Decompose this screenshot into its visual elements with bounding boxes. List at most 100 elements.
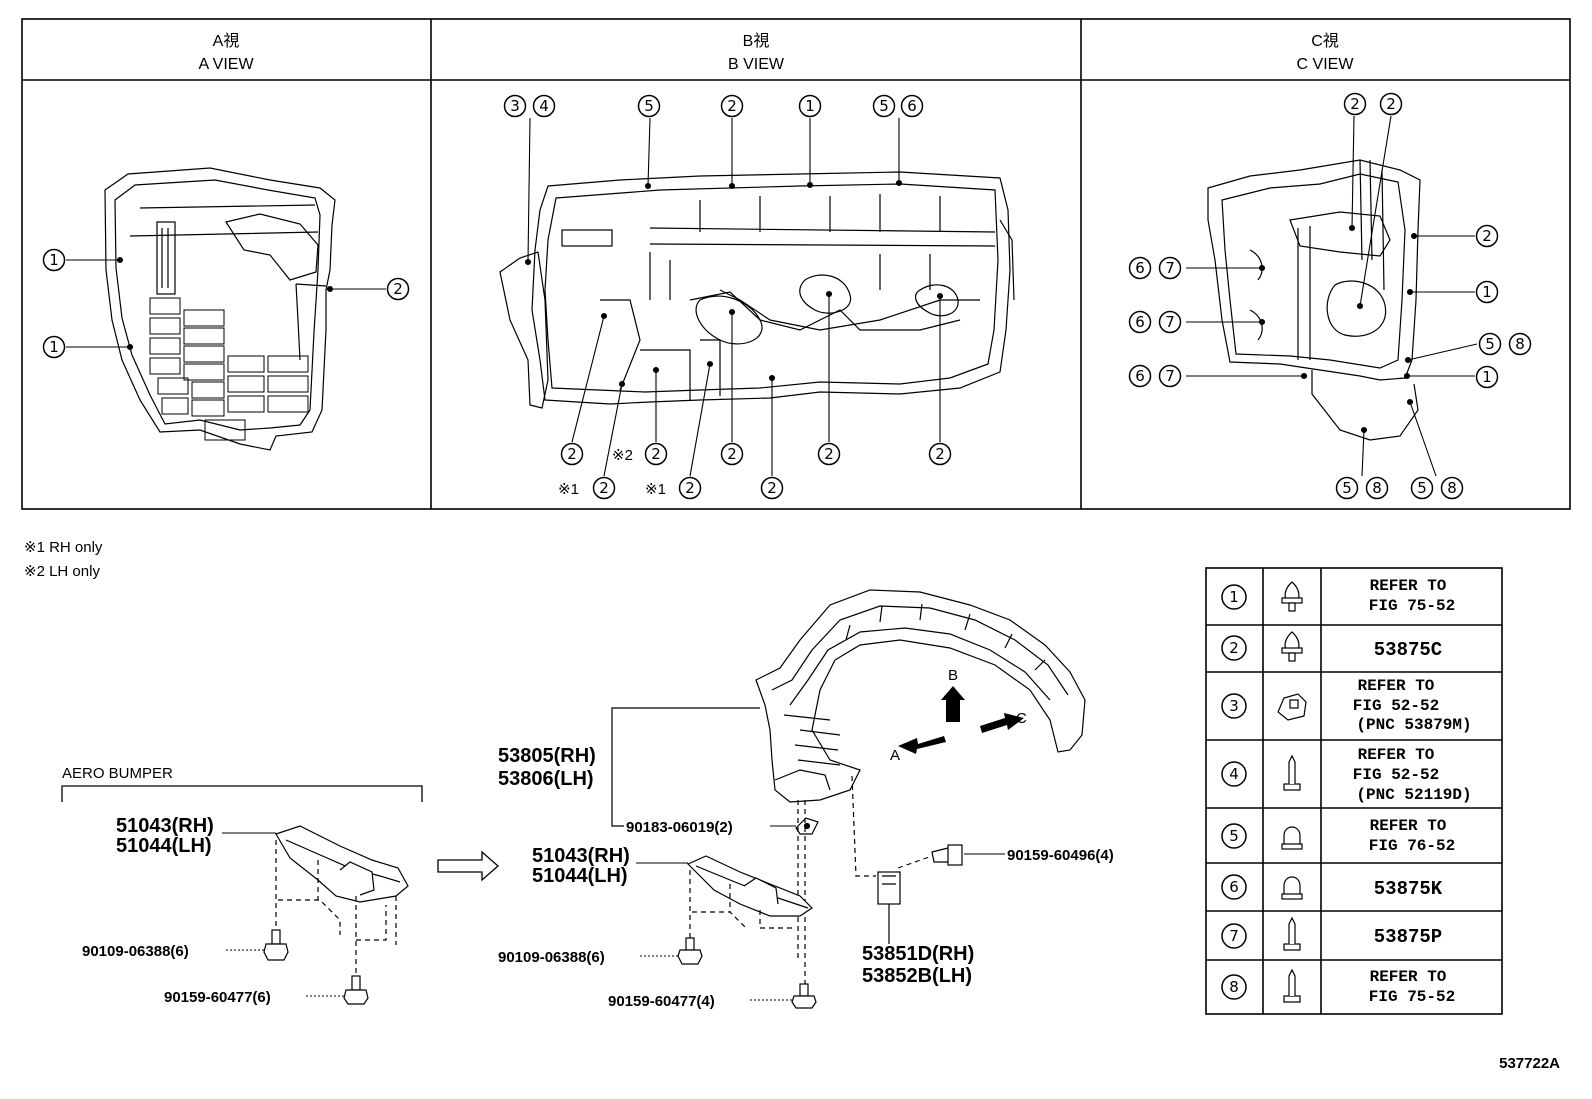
svg-text:3: 3 <box>1229 697 1239 715</box>
svg-text:2: 2 <box>1350 95 1360 113</box>
liner-lh-label: 53806(LH) <box>498 768 594 790</box>
view-c-arrow-label: C <box>1016 710 1027 727</box>
c-view-liner-drawing <box>1207 159 1421 441</box>
c-view-leaders <box>1186 115 1478 477</box>
b-view-liner-drawing <box>499 171 1015 409</box>
svg-text:FIG 52-52: FIG 52-52 <box>1353 766 1439 784</box>
svg-text:8: 8 <box>1515 335 1525 353</box>
svg-text:REFER TO: REFER TO <box>1358 677 1435 695</box>
cover-rh-label-left: 51043(RH) <box>116 815 214 837</box>
svg-text:3: 3 <box>510 97 520 115</box>
legend-descriptions: REFER TO FIG 75-52 53875C REFER TO FIG 5… <box>1353 577 1472 1006</box>
cover-rh-label-right: 51043(RH) <box>532 845 630 867</box>
cover-lh-label-right: 51044(LH) <box>532 865 628 887</box>
svg-text:2: 2 <box>824 445 834 463</box>
c-view-callouts: 2 2 2 1 5 8 1 6 7 6 7 6 7 5 8 5 8 <box>1128 92 1532 500</box>
svg-text:7: 7 <box>1165 367 1175 385</box>
svg-text:5: 5 <box>644 97 654 115</box>
view-frame <box>21 18 1571 510</box>
svg-text:※2: ※2 <box>612 447 633 464</box>
svg-text:8: 8 <box>1447 479 1457 497</box>
svg-text:5: 5 <box>1485 335 1495 353</box>
svg-text:2: 2 <box>727 445 737 463</box>
svg-text:REFER TO: REFER TO <box>1370 577 1447 595</box>
mudguard-icon <box>877 871 901 944</box>
svg-text:2: 2 <box>393 280 403 298</box>
cover-lh-label-left: 51044(LH) <box>116 835 212 857</box>
svg-text:4: 4 <box>539 97 549 115</box>
svg-text:7: 7 <box>1165 259 1175 277</box>
cover-left-drawing <box>275 825 409 903</box>
bolt-6388-label-right: 90109-06388(6) <box>498 949 605 966</box>
svg-text:2: 2 <box>727 97 737 115</box>
c-view-title: C VIEW <box>1297 56 1355 73</box>
svg-text:53875K: 53875K <box>1374 878 1443 900</box>
a-view-grid-cells <box>149 297 309 441</box>
svg-text:6: 6 <box>1229 878 1239 896</box>
screw-bolt-icon <box>931 844 963 866</box>
liner-bracket <box>611 707 760 827</box>
svg-text:6: 6 <box>1135 367 1145 385</box>
screw-icon <box>1283 754 1301 791</box>
bolt-icon-left-a <box>263 929 289 961</box>
assembly-dashes <box>797 775 876 990</box>
view-b-arrow-label: B <box>948 667 958 684</box>
note-lh-only: ※2 LH only <box>24 563 100 580</box>
svg-text:REFER TO: REFER TO <box>1370 968 1447 986</box>
svg-text:6: 6 <box>1135 259 1145 277</box>
figure-id: 537722A <box>1499 1055 1560 1072</box>
svg-text:2: 2 <box>651 445 661 463</box>
svg-text:2: 2 <box>935 445 945 463</box>
liner-rh-label: 53805(RH) <box>498 745 596 767</box>
b-view-leaders <box>524 117 944 477</box>
screw-icon <box>1283 916 1301 951</box>
guard-lh-label: 53852B(LH) <box>862 965 972 987</box>
aero-bumper-label: AERO BUMPER <box>62 765 173 782</box>
cover-right-drawing <box>686 855 813 917</box>
speed-nut-icon <box>1277 693 1307 721</box>
svg-text:7: 7 <box>1165 313 1175 331</box>
fender-liner-drawing <box>755 589 1086 803</box>
svg-text:6: 6 <box>907 97 917 115</box>
svg-text:8: 8 <box>1229 978 1239 996</box>
svg-text:(PNC 52119D): (PNC 52119D) <box>1356 786 1471 804</box>
bolt-icon-right-b <box>791 983 817 1009</box>
c-view-title-jp: C視 <box>1311 32 1339 50</box>
svg-text:FIG 75-52: FIG 75-52 <box>1369 988 1455 1006</box>
svg-text:FIG 75-52: FIG 75-52 <box>1369 597 1455 615</box>
svg-text:1: 1 <box>49 338 59 356</box>
view-a-arrow-label: A <box>890 747 900 764</box>
b-view-callouts: 3 4 5 2 1 5 6 2 ※2 2 2 2 2 ※1 2 ※1 2 2 <box>503 94 952 500</box>
bolt-60477-label-left: 90159-60477(6) <box>164 989 271 1006</box>
a-view-callouts: 1 1 2 <box>42 248 410 359</box>
svg-text:5: 5 <box>1229 827 1239 845</box>
nut-clip-label: 90183-06019(2) <box>626 819 733 836</box>
a-view-leaders <box>66 256 386 351</box>
bolt-96-label: 90159-60496(4) <box>1007 847 1114 864</box>
svg-text:FIG 52-52: FIG 52-52 <box>1353 697 1439 715</box>
cover-left-dashes <box>275 840 397 975</box>
b-view-title: B VIEW <box>728 56 785 73</box>
svg-text:2: 2 <box>1229 639 1239 657</box>
bolt-6388-label-left: 90109-06388(6) <box>82 943 189 960</box>
guard-rh-label: 53851D(RH) <box>862 943 974 965</box>
push-clip-icon <box>1281 876 1303 900</box>
legend-numbers: 1 2 3 4 5 6 7 8 <box>1221 584 1247 1000</box>
svg-text:1: 1 <box>49 251 59 269</box>
svg-text:4: 4 <box>1229 765 1239 783</box>
svg-text:2: 2 <box>1482 227 1492 245</box>
view-direction-arrows <box>898 686 1024 754</box>
a-view-title: A VIEW <box>198 56 254 73</box>
svg-text:1: 1 <box>1482 368 1492 386</box>
svg-text:53875C: 53875C <box>1374 639 1442 661</box>
svg-text:53875P: 53875P <box>1374 926 1442 948</box>
clip-icon <box>1281 631 1303 662</box>
svg-text:2: 2 <box>599 479 609 497</box>
replacement-arrow <box>437 850 499 882</box>
svg-text:5: 5 <box>879 97 889 115</box>
svg-text:REFER TO: REFER TO <box>1370 817 1447 835</box>
svg-text:1: 1 <box>805 97 815 115</box>
svg-text:(PNC 53879M): (PNC 53879M) <box>1356 716 1471 734</box>
svg-text:※1: ※1 <box>645 481 666 498</box>
svg-text:1: 1 <box>1229 588 1239 606</box>
